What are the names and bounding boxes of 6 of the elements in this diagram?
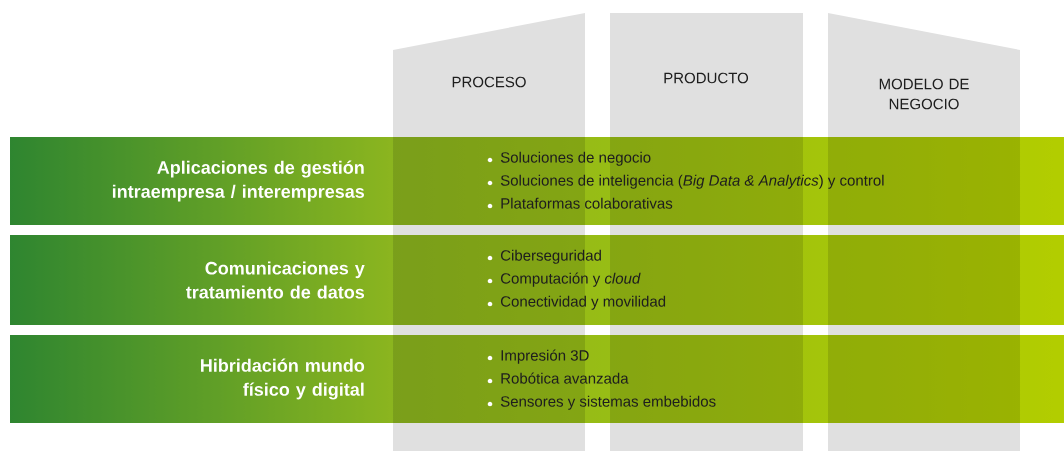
category-band xyxy=(186,235,1020,325)
band-heading: Aplicaciones de gestión intraempresa / interempresas xyxy=(112,160,365,202)
category-band xyxy=(112,137,1020,225)
category-band xyxy=(201,335,1020,423)
band-heading: Hibridación mundo físico y digital xyxy=(201,358,365,400)
band-heading: Comunicaciones y tratamiento de datos xyxy=(186,261,365,299)
